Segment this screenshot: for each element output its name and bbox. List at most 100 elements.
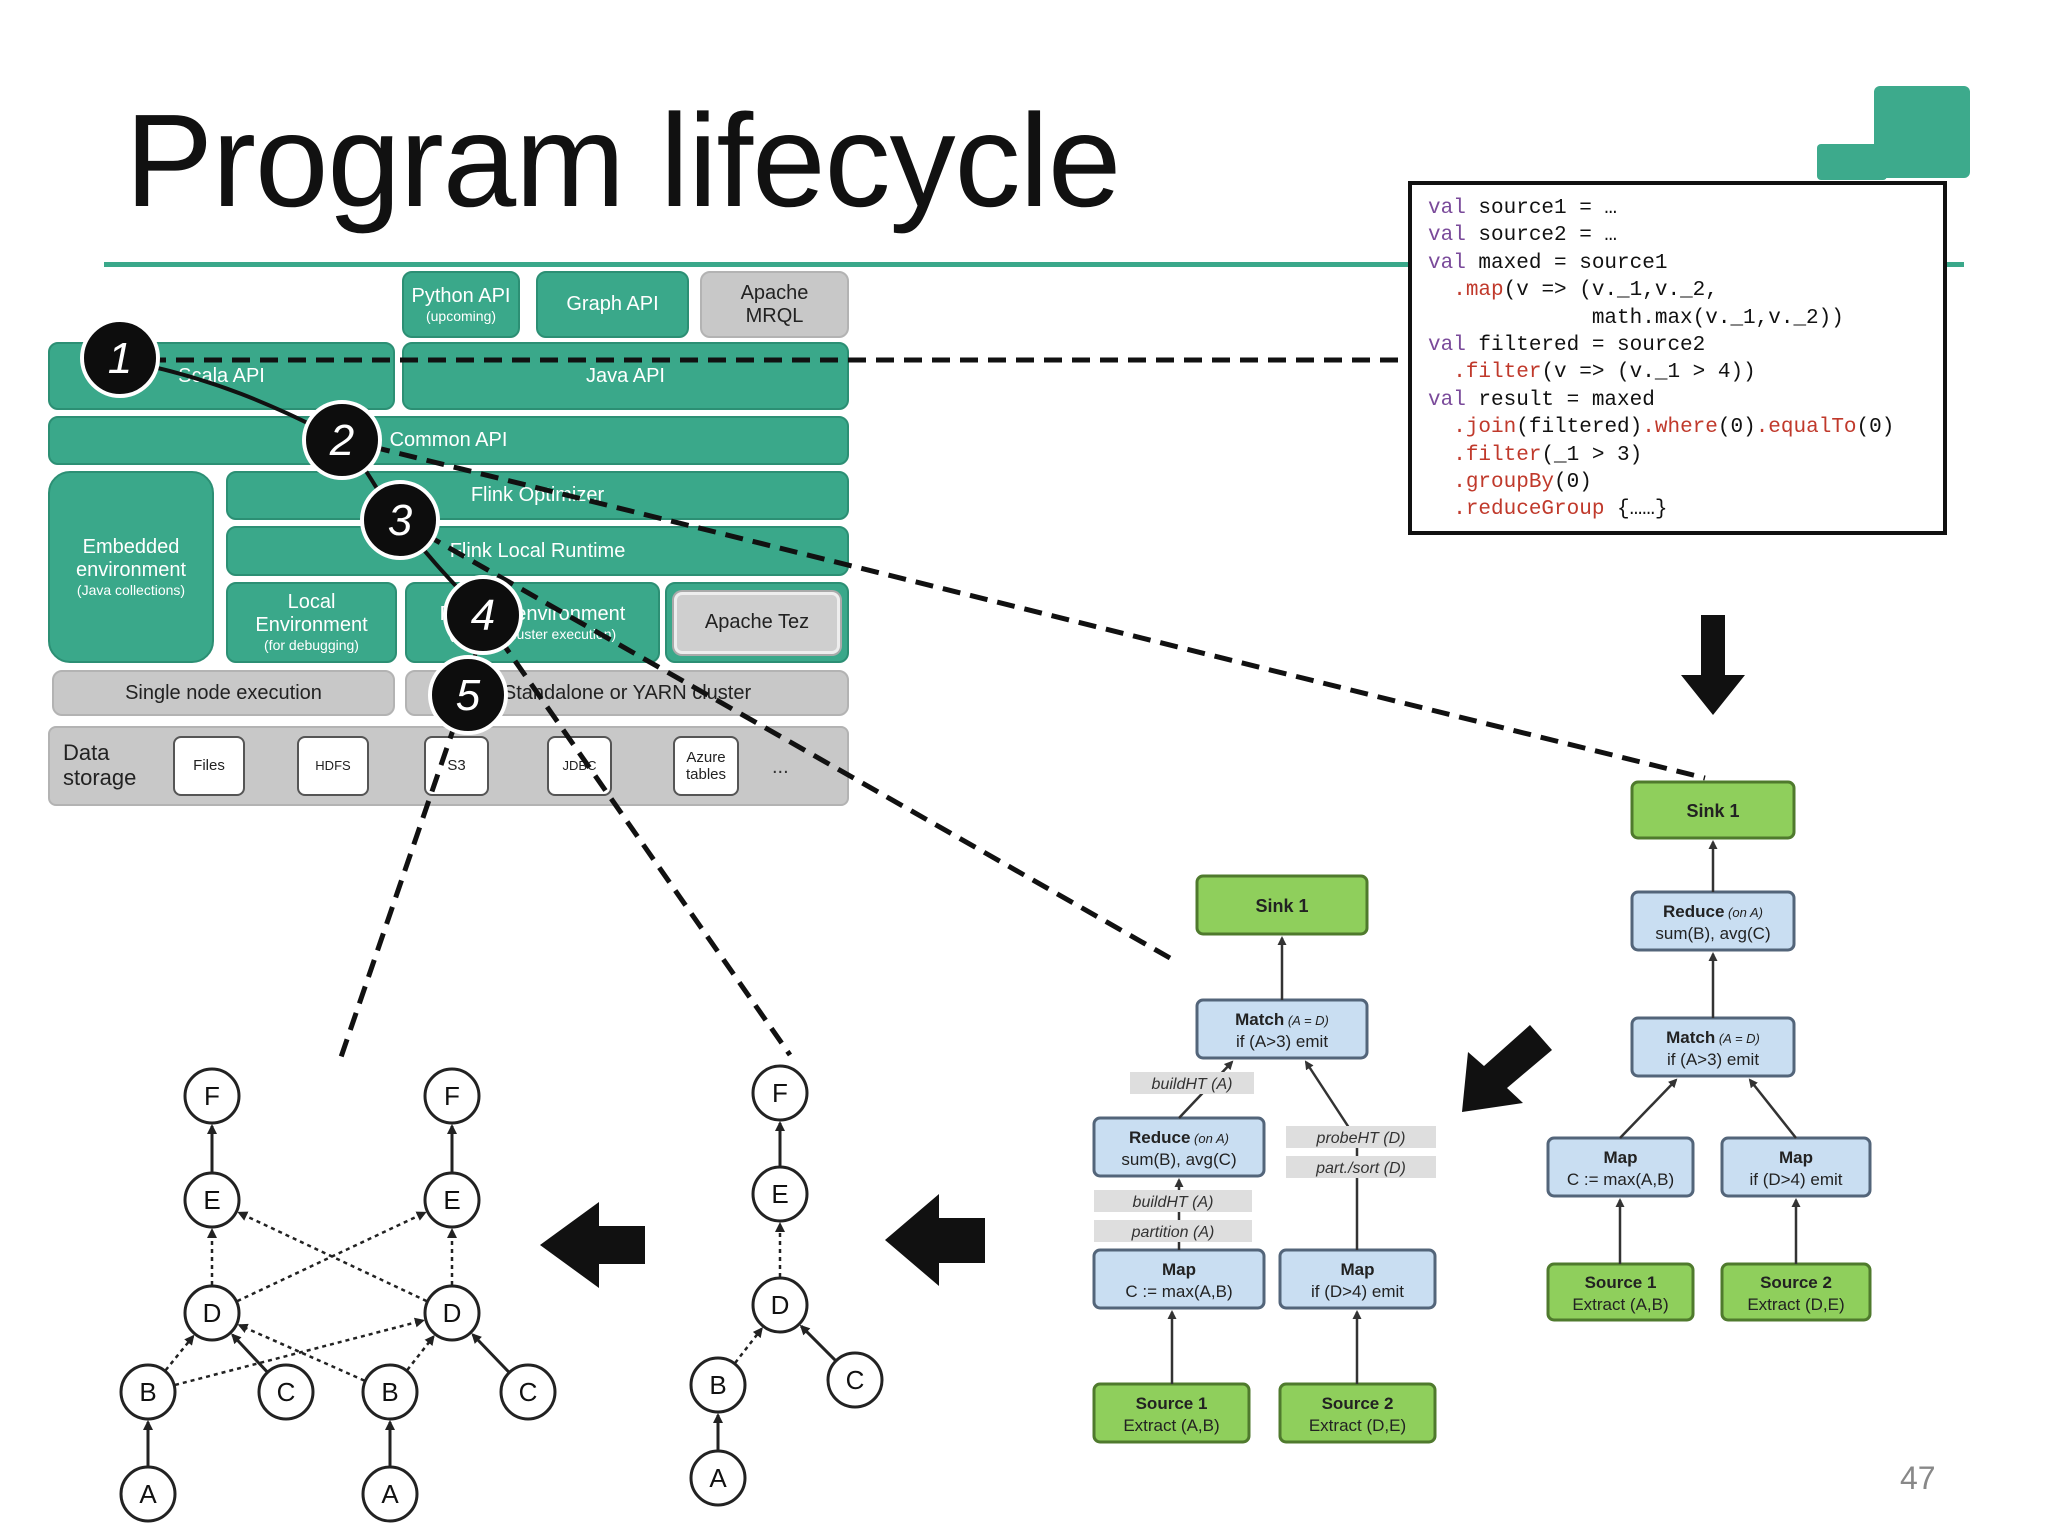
node-title: Map [1604,1148,1638,1167]
edge-label-buildht-a-2: buildHT (A) [1094,1190,1252,1212]
parallel-dag-left-node-d: D [183,1284,241,1342]
flink-local-runtime-box: Flink Local Runtime [226,526,849,576]
storage-more: ... [772,756,789,778]
storage-azure-tables: Azure tables [673,736,739,796]
job-dag-node-a: A [689,1449,747,1507]
block-arrows [540,615,1745,1288]
dag-node-label: F [444,1081,460,1111]
edge-label: part./sort (D) [1315,1160,1406,1177]
node-title: Map [1162,1260,1196,1279]
optimized-source2-node: Source 2 Extract (D,E) [1278,1382,1437,1444]
arrow-left-icon-1 [885,1194,985,1286]
common-api-box: Common API [48,416,849,465]
dag-node-label: B [709,1370,726,1400]
edge-label: probeHT (D) [1316,1130,1406,1147]
dag-node-label: A [709,1463,727,1493]
code-line: math.max(v._1,v._2)) [1428,306,1844,330]
step-number: 4 [471,591,495,640]
parallel-dag-right-node-b: B [361,1363,419,1421]
arrow-down-icon [1681,615,1745,715]
scala-code-box: val source1 = …val source2 = …val maxed … [1408,181,1947,535]
optimized-sink-node: Sink 1 [1195,874,1369,936]
dag-node-label: D [443,1298,462,1328]
node-title: Reduce (on A) [1663,902,1763,921]
step-marker-1: 1 [80,318,160,398]
graph-api-box: Graph API [536,271,689,338]
node-body: sum(B), avg(C) [1655,924,1770,943]
dashed-connectors [120,357,1706,1061]
logical-sink-node: Sink 1 [1630,780,1796,840]
dag-node-label: A [139,1479,157,1509]
dag-node-label: B [139,1377,156,1407]
dag-node-label: D [771,1290,790,1320]
dag-node-label: E [771,1179,788,1209]
node-body: C := max(A,B) [1567,1170,1674,1189]
job-dag-node-f: F [751,1064,809,1122]
flink-optimizer-box: Flink Optimizer [226,471,849,520]
storage-hdfs: HDFS [297,736,369,796]
connector-step3-optimized-plan [398,517,1172,961]
storage-files: Files [173,736,245,796]
parallel-dag-right-node-f: F [423,1067,481,1125]
dag-edge [734,1327,763,1364]
dag-edge [799,1324,837,1362]
arrow-down-left-icon [1462,1025,1552,1112]
parallel-dag-left-node-b: B [119,1363,177,1421]
node-body: Extract (D,E) [1309,1416,1406,1435]
job-graph-dag: F E D B C A [689,1064,884,1507]
dag-node-label: D [203,1298,222,1328]
dag-node-label: C [519,1377,538,1407]
optimized-match-node: Match (A = D)if (A>3) emit [1195,998,1369,1060]
node-body: if (A>3) emit [1667,1050,1759,1069]
dag-edge [471,1333,510,1373]
code-line: .map(v => (v._1,v._2, [1453,279,1718,303]
code-line: val result = maxed [1428,388,1655,412]
dag-node-label: F [772,1078,788,1108]
parallel-dag-left-node-a: A [119,1465,177,1523]
job-dag-node-e: E [751,1165,809,1223]
connector-step2-plan [344,437,1706,781]
edge-label-partsort-d: part./sort (D) [1286,1156,1436,1178]
node-title: Source 2 [1322,1394,1394,1413]
decor-square-large [1874,86,1970,178]
node-title: Source 1 [1585,1273,1657,1292]
dag-node-label: A [381,1479,399,1509]
node-title: Match (A = D) [1235,1010,1329,1029]
node-body: Extract (A,B) [1123,1416,1219,1435]
step-number: 5 [456,671,481,720]
job-dag-node-b: B [689,1356,747,1414]
dag-node-label: F [204,1081,220,1111]
title-rule [104,262,1964,267]
code-line: .join(filtered).where(0).equalTo(0) [1453,416,1895,440]
dag-edge [236,1211,427,1303]
node-title: Match (A = D) [1666,1028,1760,1047]
java-api-box: Java API [402,342,849,410]
dag-edge [174,1317,425,1387]
apache-mrql-box: Apache MRQL [700,271,849,338]
node-body: Extract (A,B) [1572,1295,1668,1314]
connector-step5-parallel [337,694,468,1061]
arrow-left-icon-2 [540,1202,645,1288]
local-environment-box: Local Environment (for debugging) [226,582,397,663]
logical-match-node: Match (A = D) if (A>3) emit [1630,1016,1796,1078]
slide-title: Program lifecycle [125,87,1121,234]
code-line: .filter(v => (v._1 > 4)) [1453,361,1756,385]
node-body: if (D>4) emit [1749,1170,1842,1189]
node-body: Extract (D,E) [1747,1295,1844,1314]
plan-edge [1748,1078,1797,1139]
node-body: sum(B), avg(C) [1121,1150,1236,1169]
dag-edge [164,1334,195,1372]
logical-plan: Sink 1 Reduce (on A) sum(B), avg(C) Match (… [1546,780,1872,1322]
code-line: val source2 = … [1428,224,1618,248]
job-dag-node-c: C [826,1351,884,1409]
dag-edge [231,1333,268,1373]
dag-edge [237,1211,428,1303]
parallel-dag-right-node-a: A [361,1465,419,1523]
python-api-box: Python API (upcoming) [402,271,520,338]
data-storage-label: Data storage [63,740,137,791]
dag-node-label: B [381,1377,398,1407]
node-title: Map [1341,1260,1375,1279]
